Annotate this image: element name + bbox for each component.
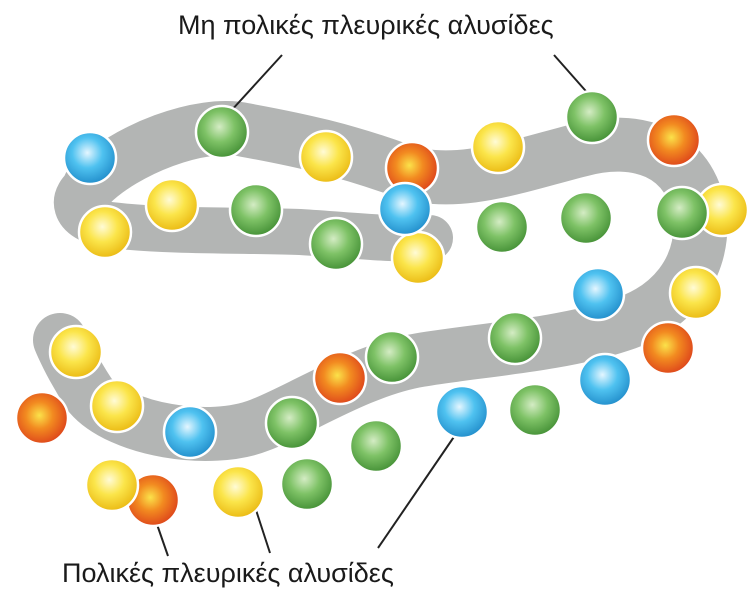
nonpolar-side-chain-sphere	[654, 185, 710, 241]
polar-side-chain-sphere-yellow	[48, 324, 104, 380]
polar-side-chain-sphere-red	[646, 112, 702, 168]
polar-side-chain-sphere-red	[14, 390, 70, 446]
nonpolar-side-chain-sphere	[364, 329, 420, 385]
polar-side-chain-sphere-blue	[570, 266, 626, 322]
nonpolar-side-chain-sphere	[564, 89, 620, 145]
polar-side-chains-label: Πολικές πλευρικές αλυσίδες	[62, 558, 394, 588]
polar-side-chain-sphere-yellow	[89, 378, 145, 434]
polar-side-chain-sphere-red	[640, 320, 696, 376]
polypeptide-backbone-tail	[54, 162, 453, 262]
nonpolar-side-chains-label: Μη πολικές πλευρικές αλυσίδες	[178, 10, 554, 40]
nonpolar-side-chain-sphere	[264, 395, 320, 451]
polar-side-chain-sphere-blue	[162, 404, 218, 460]
polar-side-chain-sphere-blue	[434, 384, 490, 440]
polar-side-chain-sphere-blue	[377, 181, 433, 237]
nonpolar-side-chain-sphere	[348, 418, 404, 474]
polar-side-chain-sphere-blue	[62, 130, 118, 186]
nonpolar-side-chain-sphere	[279, 456, 335, 512]
nonpolar-side-chain-sphere	[487, 310, 543, 366]
polar-side-chain-sphere-yellow	[298, 129, 354, 185]
polar-side-chain-sphere-yellow	[210, 464, 266, 520]
side-chain-spheres	[14, 89, 747, 528]
nonpolar-side-chain-sphere	[308, 216, 364, 272]
polar-side-chain-sphere-yellow	[144, 177, 200, 233]
nonpolar-side-chain-sphere	[194, 104, 250, 160]
polar-side-chain-sphere-yellow	[84, 457, 140, 513]
polar-side-chain-sphere-yellow	[77, 204, 133, 260]
nonpolar-side-chain-sphere	[507, 382, 563, 438]
nonpolar-side-chain-sphere	[558, 190, 614, 246]
polar-side-chain-sphere-blue	[577, 352, 633, 408]
nonpolar-side-chain-sphere	[474, 199, 530, 255]
polar-side-chain-sphere-yellow	[470, 119, 526, 175]
polar-leader-line-2	[255, 509, 271, 554]
polar-leader-line-3	[377, 427, 461, 549]
nonpolar-leader-line-1	[229, 54, 283, 113]
polar-side-chain-sphere-yellow	[668, 265, 724, 321]
nonpolar-side-chain-sphere	[228, 182, 284, 238]
polar-side-chain-sphere-yellow	[390, 230, 446, 286]
polar-side-chain-sphere-red	[312, 350, 368, 406]
